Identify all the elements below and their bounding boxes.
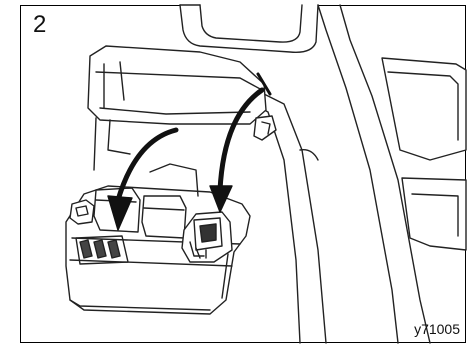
fuse-box-cover: [88, 46, 276, 170]
figure-code: y71005: [414, 321, 460, 337]
step-number: 2: [33, 12, 46, 38]
